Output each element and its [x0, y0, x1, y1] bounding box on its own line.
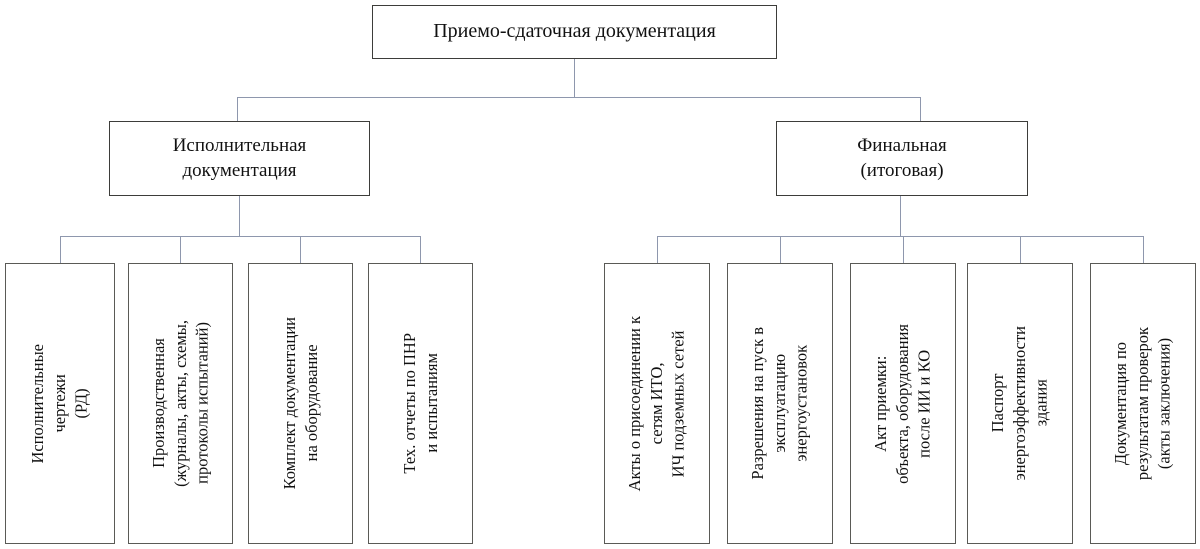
- node-leaf-inspection-results-documentation[interactable]: Документация по результатам проверок (ак…: [1090, 263, 1196, 544]
- node-branch-final-documentation[interactable]: Финальная (итоговая): [776, 121, 1028, 196]
- connector-drop-leaf-8: [1020, 236, 1021, 263]
- connector-drop-branch-1: [237, 97, 238, 121]
- connector-drop-leaf-2: [180, 236, 181, 263]
- node-leaf-equipment-documentation-set[interactable]: Комплект документации на оборудование: [248, 263, 353, 544]
- node-leaf-inspection-results-documentation-label: Документация по результатам проверок (ак…: [1111, 326, 1174, 481]
- node-leaf-energy-efficiency-passport[interactable]: Паспорт энергоэффективности здания: [967, 263, 1073, 544]
- node-branch-executive-documentation[interactable]: Исполнительная документация: [109, 121, 370, 196]
- node-leaf-connection-acts-label: Акты о присоединении к сетям ИТО, ИЧ под…: [625, 315, 688, 492]
- node-leaf-acceptance-act[interactable]: Акт приемки: объекта, оборудования после…: [850, 263, 956, 544]
- connector-drop-leaf-9: [1143, 236, 1144, 263]
- connector-branch2-stem: [900, 195, 901, 236]
- node-leaf-production-documentation-label: Производственная (журналы, акты, схемы, …: [148, 320, 212, 487]
- node-leaf-executive-drawings[interactable]: Исполнительные чертежи (РД): [5, 263, 115, 544]
- node-leaf-startup-permits[interactable]: Разрешения на пуск в эксплуатацию энерго…: [727, 263, 833, 544]
- connector-drop-leaf-4: [420, 236, 421, 263]
- node-branch-executive-documentation-label: Исполнительная документация: [172, 135, 307, 181]
- connector-root-stem: [574, 58, 575, 97]
- connector-drop-leaf-6: [780, 236, 781, 263]
- connector-drop-leaf-5: [657, 236, 658, 263]
- connector-drop-leaf-7: [903, 236, 904, 263]
- node-leaf-startup-permits-label: Разрешения на пуск в эксплуатацию энерго…: [748, 327, 811, 480]
- node-root[interactable]: Приемо-сдаточная документация: [372, 5, 777, 59]
- node-leaf-technical-reports-label: Тех. отчеты по ПНР и испытаниям: [399, 333, 441, 474]
- connector-branch1-stem: [239, 195, 240, 236]
- node-root-label: Приемо-сдаточная документация: [433, 20, 716, 43]
- connector-level1-bus: [237, 97, 920, 98]
- connector-branch2-bus: [657, 236, 1143, 237]
- node-leaf-equipment-documentation-set-label: Комплект документации на оборудование: [279, 317, 321, 490]
- node-leaf-production-documentation[interactable]: Производственная (журналы, акты, схемы, …: [128, 263, 233, 544]
- node-leaf-executive-drawings-label: Исполнительные чертежи (РД): [28, 343, 91, 464]
- connector-drop-branch-2: [920, 97, 921, 121]
- node-leaf-acceptance-act-label: Акт приемки: объекта, оборудования после…: [871, 323, 934, 484]
- connector-branch1-bus: [60, 236, 420, 237]
- node-leaf-connection-acts[interactable]: Акты о присоединении к сетям ИТО, ИЧ под…: [604, 263, 710, 544]
- node-leaf-technical-reports[interactable]: Тех. отчеты по ПНР и испытаниям: [368, 263, 473, 544]
- node-leaf-energy-efficiency-passport-label: Паспорт энергоэффективности здания: [988, 326, 1051, 481]
- node-branch-final-documentation-label: Финальная (итоговая): [857, 135, 947, 181]
- connector-drop-leaf-3: [300, 236, 301, 263]
- connector-drop-leaf-1: [60, 236, 61, 263]
